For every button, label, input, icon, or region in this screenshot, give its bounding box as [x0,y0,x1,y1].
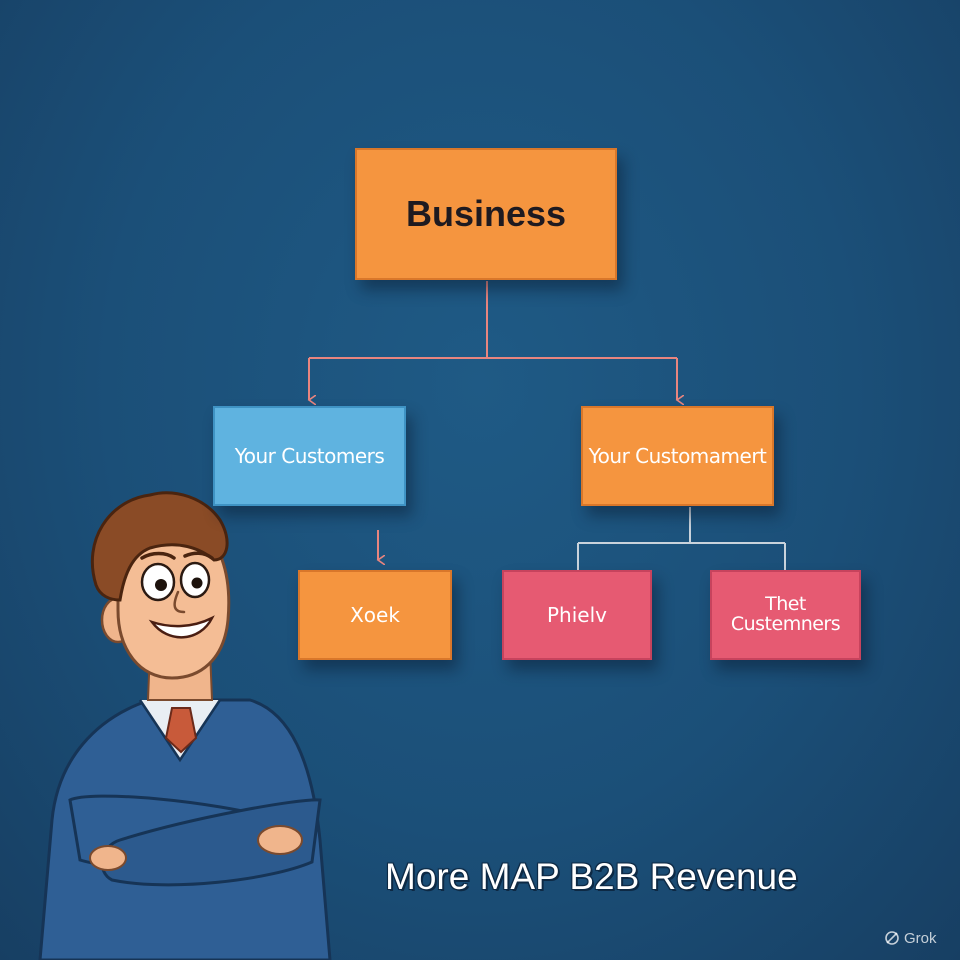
footer-caption: More MAP B2B Revenue [385,856,798,897]
node-business: Business [355,148,617,280]
node-their-customers-label-line2: Custemners [730,613,841,635]
node-their-customers-label-line1: Thet [765,593,806,616]
grok-logo-icon [885,931,899,945]
watermark: Grok [884,926,937,950]
node-your-customers-right: Your Customamert [581,406,774,506]
node-your-customers-left: Your Customers [213,406,406,506]
node-xoek: Xoek [298,570,452,660]
node-phielv-label: Phielv [547,602,607,627]
person-illustration [38,491,332,960]
node-xoek-label: Xoek [350,602,400,627]
node-their-customers: Thet Custemners [710,570,861,660]
node-phielv: Phielv [502,570,652,660]
watermark-label: Grok [904,929,937,947]
node-business-label: Business [405,193,567,235]
node-your-customers-left-label: Your Customers [234,443,385,468]
node-your-customers-right-label: Your Customamert [588,443,767,468]
